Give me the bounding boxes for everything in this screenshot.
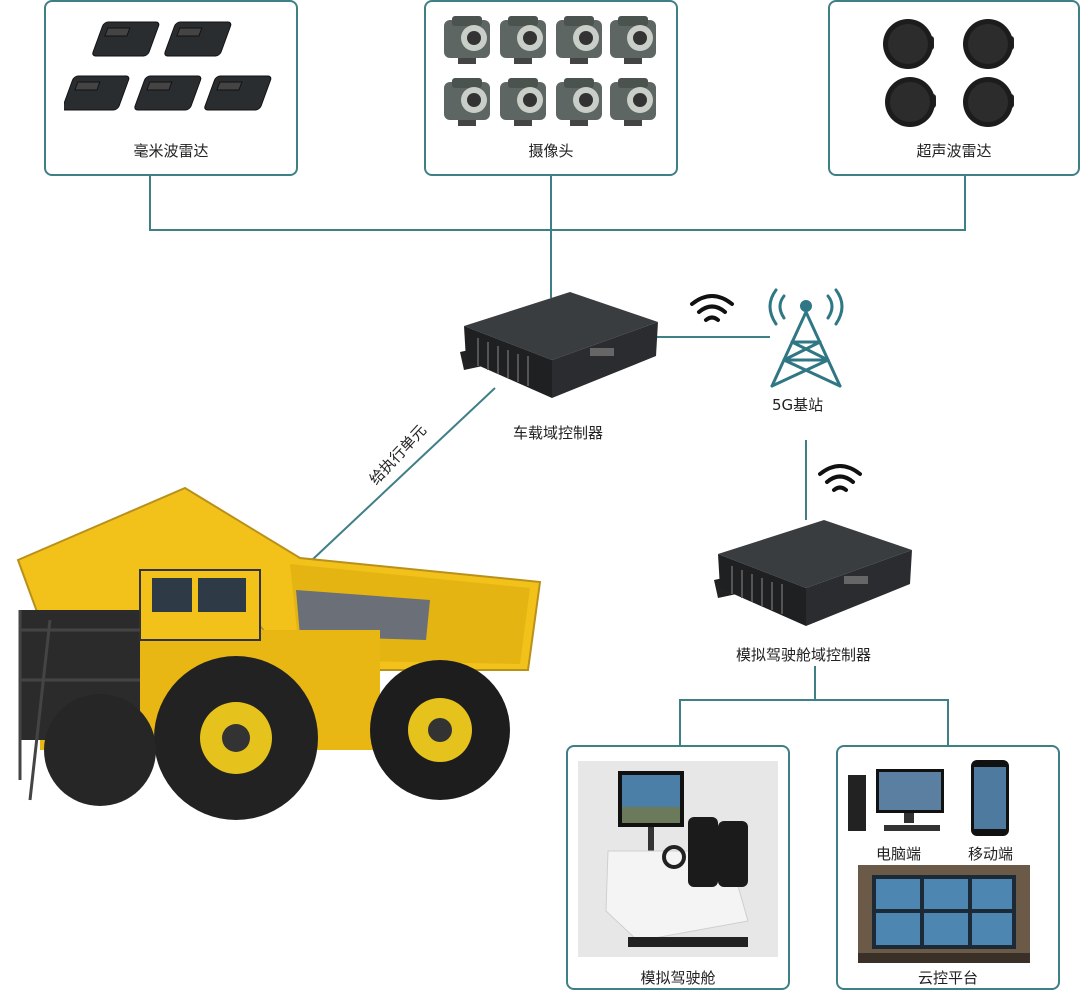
vehicle-controller-icon <box>452 290 662 400</box>
base-station-label: 5G基站 <box>772 394 823 415</box>
mining-truck-image <box>0 480 550 830</box>
cockpit-box: 模拟驾驶舱 <box>566 745 790 990</box>
mmwave-radar-box: 毫米波雷达 <box>44 0 298 176</box>
ultrasonic-radar-label: 超声波雷达 <box>830 140 1078 161</box>
vehicle-controller-label: 车载域控制器 <box>513 422 603 443</box>
camera-icon <box>440 12 664 132</box>
cloud-platform-label: 云控平台 <box>838 967 1058 988</box>
driving-simulator-image <box>578 761 778 957</box>
pc-icon <box>848 767 948 833</box>
camera-label: 摄像头 <box>426 140 676 161</box>
platform-box: 电脑端 移动端 云控平台 <box>836 745 1060 990</box>
base-station-tower-icon <box>762 286 850 390</box>
wifi-icon <box>688 292 736 328</box>
sim-controller-label: 模拟驾驶舱域控制器 <box>736 644 871 665</box>
sim-controller-icon <box>706 518 916 628</box>
cockpit-label: 模拟驾驶舱 <box>568 967 788 988</box>
wifi-icon <box>816 462 864 498</box>
pc-label: 电脑端 <box>876 843 921 864</box>
mmwave-radar-icon <box>64 14 284 132</box>
ultrasonic-radar-box: 超声波雷达 <box>828 0 1080 176</box>
cloud-platform-image <box>858 865 1030 963</box>
mobile-icon <box>970 759 1010 837</box>
camera-box: 摄像头 <box>424 0 678 176</box>
mobile-label: 移动端 <box>968 843 1013 864</box>
ultrasonic-radar-icon <box>878 14 1038 132</box>
mmwave-radar-label: 毫米波雷达 <box>46 140 296 161</box>
